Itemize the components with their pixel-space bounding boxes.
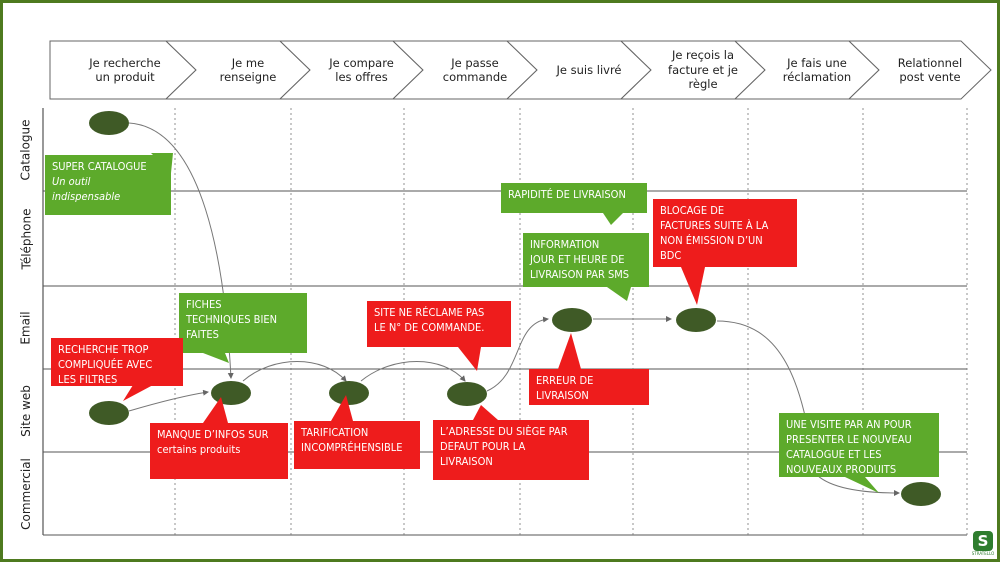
callout-recherche-trop-compliquee: RECHERCHE TROP COMPLIQUÉE AVEC LES FILTR… <box>51 338 183 386</box>
chevron-step-8 <box>847 40 992 100</box>
callout-fiches-techniques: FICHES TECHNIQUES BIEN FAITES <box>179 293 307 353</box>
step-label-3: Je compare les offres <box>329 55 394 84</box>
connector-commande-to-livre <box>486 316 549 392</box>
touchpoint-site-compare <box>329 381 369 405</box>
callout-visite-annuelle: UNE VISITE PAR AN POUR PRESENTER LE NOUV… <box>779 413 939 477</box>
logo-text: STRATELLO <box>971 551 995 556</box>
callout-site-ne-reclame: SITE NE RÉCLAME PAS LE N° DE COMMANDE. <box>367 301 511 347</box>
touchpoint-commercial-visite <box>901 482 941 506</box>
callout-information-sms: INFORMATION JOUR ET HEURE DE LIVRAISON P… <box>523 233 649 287</box>
touchpoint-site-search <box>89 401 129 425</box>
connector-renseigne-to-compare <box>242 361 347 382</box>
step-label-8: Relationnel post vente <box>897 55 963 84</box>
step-label-1: Je recherche un produit <box>89 55 161 84</box>
callout-rapidite-livraison: RAPIDITÉ DE LIVRAISON <box>501 183 647 213</box>
callout-pointers <box>123 153 879 493</box>
callout-super-catalogue-title: SUPER CATALOGUE <box>52 160 147 173</box>
step-label-5: Je suis livré <box>556 62 622 77</box>
connector-search-to-renseigne <box>128 389 209 412</box>
step-label-6: Je reçois la facture et je règle <box>668 48 738 92</box>
touchpoint-site-commande <box>447 382 487 406</box>
touchpoint-email-livraison <box>552 308 592 332</box>
callout-blocage-factures: BLOCAGE DE FACTURES SUITE À LA NON ÉMISS… <box>653 199 797 267</box>
touchpoint-email-facture <box>676 308 716 332</box>
logo-mark: S <box>973 531 993 551</box>
callout-manque-infos: MANQUE D’INFOS SUR certains produits <box>150 423 288 479</box>
touchpoint-catalogue <box>89 111 129 135</box>
stratello-logo: S STRATELLO <box>969 531 997 559</box>
callout-manque-infos-body: certains produits <box>157 442 241 456</box>
callout-manque-infos-title: MANQUE D’INFOS SUR <box>157 428 269 441</box>
callout-tarification: TARIFICATION INCOMPRÉHENSIBLE <box>294 421 420 469</box>
callout-adresse-siege: L’ADRESSE DU SIÈGE PAR DEFAUT POUR LA LI… <box>433 420 589 480</box>
step-label-4: Je passe commande <box>442 55 508 84</box>
callout-super-catalogue: SUPER CATALOGUE Un outil indispensable <box>45 155 171 215</box>
callout-erreur-livraison: ERREUR DE LIVRAISON <box>529 369 649 405</box>
step-label-2: Je me renseigne <box>219 55 277 84</box>
process-chevrons <box>49 40 992 100</box>
callout-super-catalogue-body: Un outil indispensable <box>52 174 121 203</box>
connector-compare-to-commande <box>360 361 466 382</box>
step-label-7: Je fais une réclamation <box>782 55 852 84</box>
touchpoint-site-renseigne <box>211 381 251 405</box>
